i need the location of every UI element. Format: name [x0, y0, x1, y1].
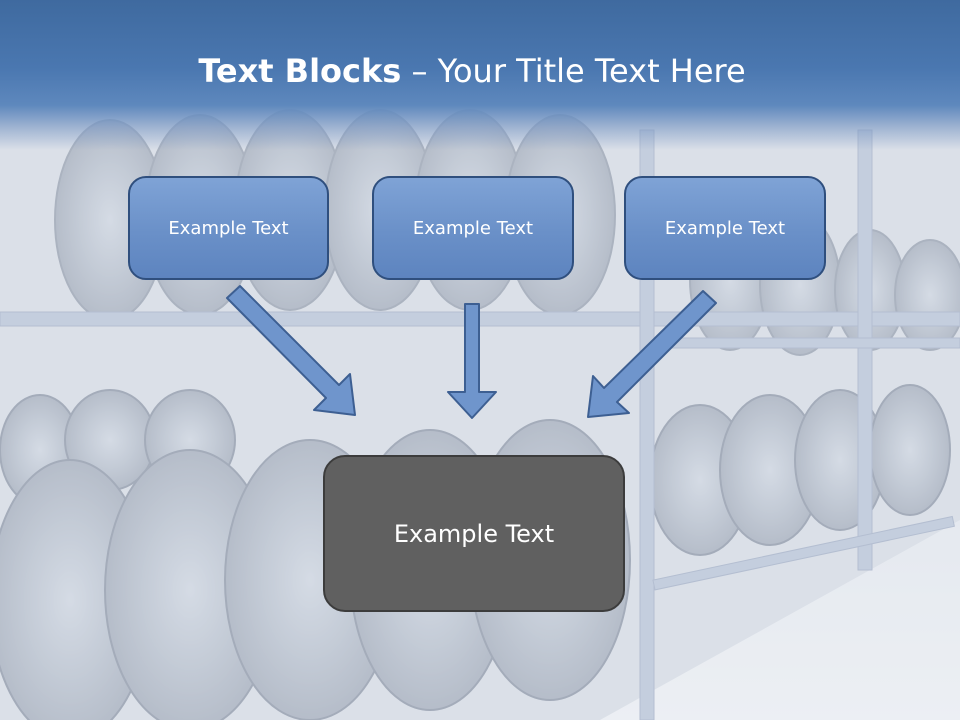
text-block-top-left[interactable]: Example Text [128, 176, 329, 280]
text-block-top-right[interactable]: Example Text [624, 176, 826, 280]
title-bold: Text Blocks [198, 52, 402, 90]
title-bar [0, 0, 960, 150]
text-block-top-center[interactable]: Example Text [372, 176, 574, 280]
title-separator: – [401, 52, 438, 90]
slide-title: Text Blocks – Your Title Text Here [0, 52, 944, 90]
text-block-bottom[interactable]: Example Text [323, 455, 625, 612]
title-rest: Your Title Text Here [437, 52, 746, 90]
